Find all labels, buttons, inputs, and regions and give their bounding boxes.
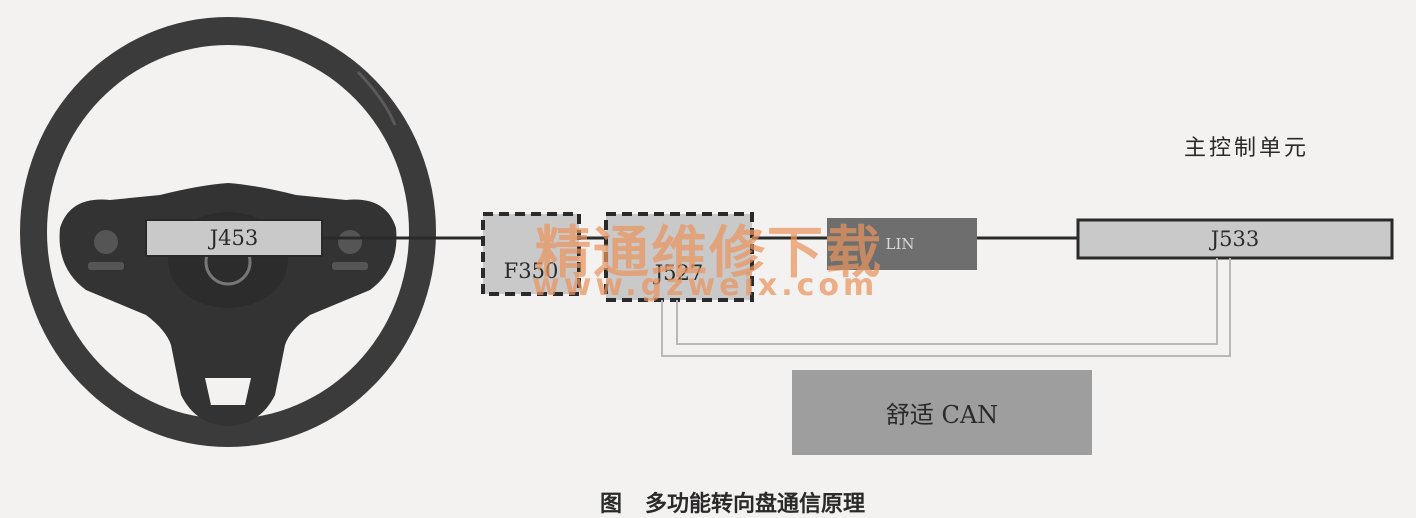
j533-label: J533: [1210, 227, 1260, 251]
main-control-unit-label: 主控制单元: [1184, 136, 1310, 161]
j453-label: J453: [209, 226, 259, 250]
watermark-text: 精通维修下载: [535, 221, 883, 286]
f350-box: [481, 212, 581, 296]
lin-label: LIN: [885, 235, 915, 253]
j453-box: [145, 219, 323, 257]
j527-box: [604, 212, 754, 302]
watermark-url: www.gzweix.com: [532, 268, 879, 303]
lin-box: [827, 218, 977, 270]
j527-label: J527: [654, 261, 704, 285]
j533-box: [1076, 218, 1394, 260]
left-button-cluster-icon: [94, 230, 118, 254]
figure-caption: 图 多功能转向盘通信原理: [600, 492, 865, 517]
right-button-cluster-icon: [338, 230, 362, 254]
comfort-can-connection: [661, 258, 1231, 357]
f350-label: F350: [503, 259, 559, 283]
comfort-can-box: [792, 370, 1092, 455]
comfort-can-label: 舒适 CAN: [885, 401, 999, 429]
